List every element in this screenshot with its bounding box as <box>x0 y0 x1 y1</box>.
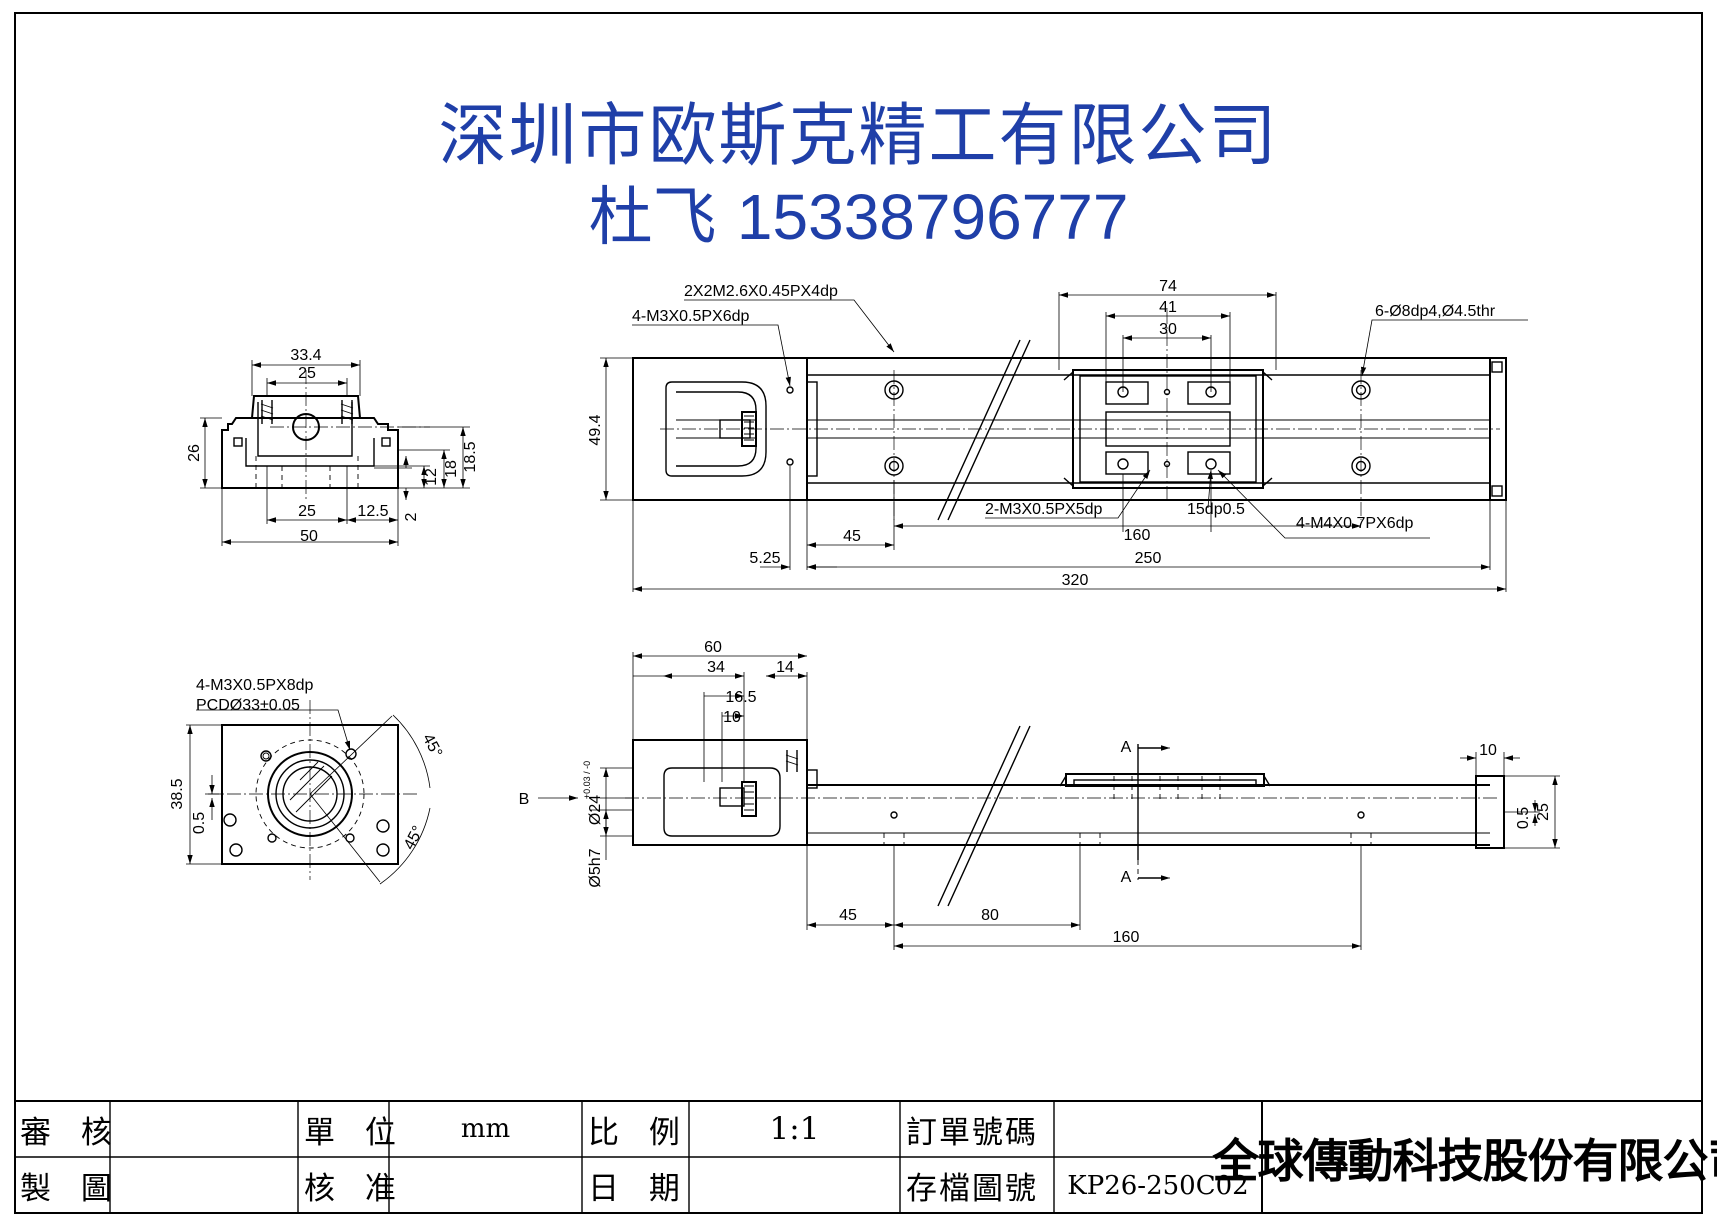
dim-25-right: 25 <box>1535 803 1552 821</box>
dim-160-side: 160 <box>1113 929 1140 946</box>
tb-draw-label: 製 圖 <box>20 1171 122 1207</box>
tb-unit-label: 單 位 <box>304 1114 406 1151</box>
top-view: 74 41 30 49.4 45 160 5.25 250 320 2X2M2.… <box>587 278 1528 592</box>
tb-scale-label: 比 例 <box>588 1114 690 1151</box>
dim-45-side: 45 <box>839 907 857 924</box>
dim-16-5: 16.5 <box>725 689 756 706</box>
dim-18-5: 18.5 <box>462 441 479 472</box>
end-view: 33.4 25 26 18.5 18 12 2 25 12.5 50 <box>186 347 479 546</box>
tb-unit-value: mm <box>460 1114 511 1144</box>
header-contact-name: 杜飞 <box>588 181 717 255</box>
section-a-top: A <box>1121 739 1132 756</box>
dim-320: 320 <box>1062 572 1089 589</box>
tb-order-label: 訂單號碼 <box>906 1114 1038 1151</box>
angle-45-upper: 45° <box>419 731 445 760</box>
title-block-grid <box>14 1100 1703 1214</box>
note-15dp: 15dp0.5 <box>1187 501 1245 518</box>
dim-5-25: 5.25 <box>749 550 780 567</box>
drawing-frame <box>14 12 1703 1214</box>
dim-12-5: 12.5 <box>357 503 388 520</box>
dim-10-right: 10 <box>1479 742 1497 759</box>
header-company-name: 深圳市欧斯克精工有限公司 <box>438 97 1279 176</box>
dim-26: 26 <box>186 444 203 462</box>
dim-80: 80 <box>981 907 999 924</box>
dim-60: 60 <box>704 639 722 656</box>
tb-approve-label: 核 准 <box>304 1171 406 1207</box>
side-view: A A B 60 <box>519 639 1560 950</box>
note-counterbore: 6-Ø8dp4,Ø4.5thr <box>1375 303 1496 320</box>
dim-33-4: 33.4 <box>290 347 321 364</box>
dim-30: 30 <box>1159 321 1177 338</box>
dim-0-5-right: 0.5 <box>1515 807 1532 829</box>
tb-date-label: 日 期 <box>588 1171 690 1207</box>
section-a-bottom: A <box>1121 869 1132 886</box>
dim-2: 2 <box>403 512 420 521</box>
note-tap-m2: 2X2M2.6X0.45PX4dp <box>684 283 838 300</box>
dim-25-bottom: 25 <box>298 503 316 520</box>
tb-scale-value: 1:1 <box>769 1111 820 1147</box>
note-tap-m3: 4-M3X0.5PX6dp <box>632 308 750 325</box>
note-m3-slider: 2-M3X0.5PX5dp <box>985 501 1103 518</box>
tb-file-label: 存檔圖號 <box>906 1171 1038 1207</box>
dim-45: 45 <box>843 528 861 545</box>
dim-38-5: 38.5 <box>169 778 186 809</box>
dim-0-5-flange: 0.5 <box>191 812 208 834</box>
angle-45-lower: 45° <box>401 823 427 852</box>
dim-bore-tolerance: +0.03 / -0 <box>582 761 592 799</box>
dim-41: 41 <box>1159 299 1177 316</box>
dim-49-4: 49.4 <box>587 414 604 445</box>
tb-company-name: 全球傳動科技股份有限公司 <box>1212 1133 1717 1188</box>
dim-160: 160 <box>1124 527 1151 544</box>
dim-250: 250 <box>1135 550 1162 567</box>
dim-14: 14 <box>776 659 794 676</box>
dim-50: 50 <box>300 528 318 545</box>
dim-shaft: Ø5h7 <box>587 848 604 887</box>
tb-review-label: 審 核 <box>20 1114 122 1151</box>
note-flange-taps: 4-M3X0.5PX8dp <box>196 677 314 694</box>
flange-view: 4-M3X0.5PX8dp PCDØ33±0.05 38.5 0.5 45° 4… <box>169 677 445 885</box>
dim-74: 74 <box>1159 278 1177 295</box>
dim-25-top: 25 <box>298 365 316 382</box>
dim-10-left: 10 <box>723 709 741 726</box>
note-flange-pcd: PCDØ33±0.05 <box>196 697 300 714</box>
tb-file-value: KP26-250C02 <box>1067 1170 1249 1201</box>
view-b-label: B <box>519 791 530 808</box>
header-contact-line: 杜飞 15338796777 <box>0 166 1717 258</box>
dim-12: 12 <box>423 468 440 486</box>
dim-34: 34 <box>707 659 725 676</box>
dim-bore: Ø24 <box>587 795 604 825</box>
header-contact-phone: 15338796777 <box>736 181 1129 253</box>
note-m4: 4-M4X0.7PX6dp <box>1296 515 1414 532</box>
dim-18: 18 <box>443 460 460 478</box>
